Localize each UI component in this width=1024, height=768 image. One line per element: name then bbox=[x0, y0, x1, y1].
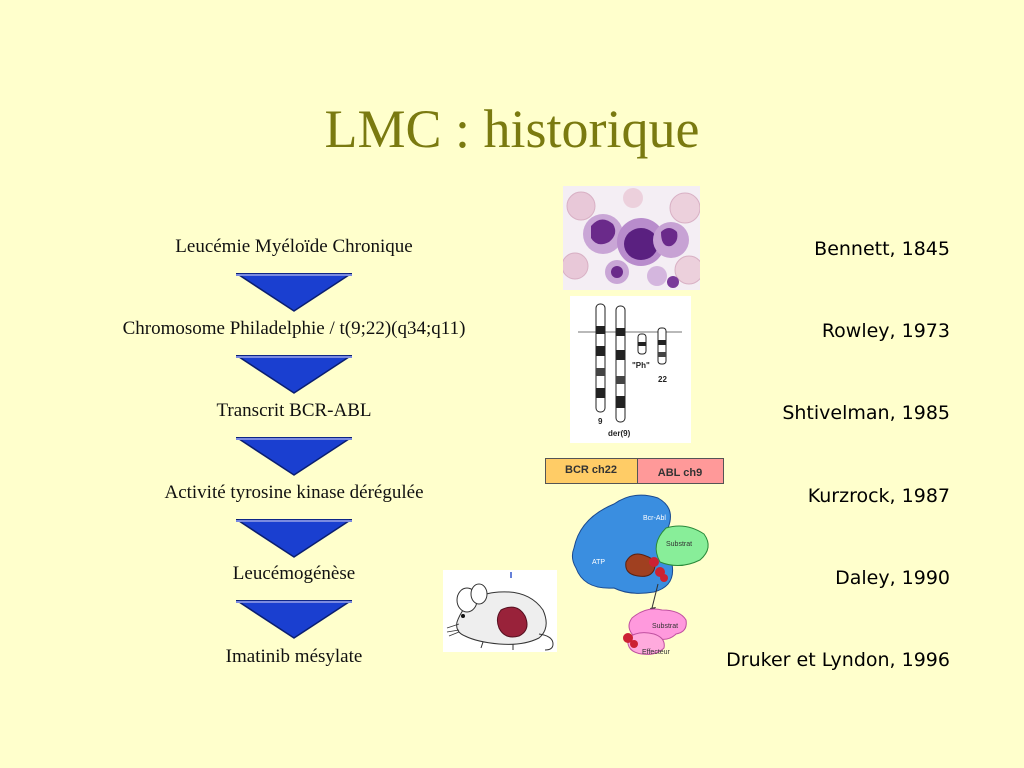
down-arrow-icon bbox=[236, 519, 352, 558]
effecteur-label: Effecteur bbox=[642, 649, 671, 656]
bcr-abl-label: Bcr-Abl bbox=[643, 515, 666, 522]
mouse-image bbox=[443, 570, 557, 652]
karyotype-label-ph: "Ph" bbox=[632, 361, 650, 370]
atp-label: ATP bbox=[592, 559, 605, 566]
karyotype-label-9: 9 bbox=[598, 417, 603, 426]
karyotype-label-22: 22 bbox=[658, 375, 667, 384]
ref-daley: Daley, 1990 bbox=[835, 567, 950, 589]
substrat2-label: Substrat bbox=[652, 623, 678, 630]
ref-bennett: Bennett, 1845 bbox=[814, 238, 950, 260]
down-arrow-icon bbox=[236, 600, 352, 639]
step-kinase: Activité tyrosine kinase dérégulée bbox=[164, 482, 424, 503]
step-bcr-abl: Transcrit BCR-ABL bbox=[216, 400, 372, 421]
substrat-label: Substrat bbox=[666, 541, 692, 548]
down-arrow-icon bbox=[236, 355, 352, 394]
ref-druker: Druker et Lyndon, 1996 bbox=[726, 649, 950, 671]
slide-title: LMC : historique bbox=[324, 99, 700, 159]
bcr-label: BCR ch22 bbox=[565, 464, 617, 476]
step-leucemogenese: Leucémogénèse bbox=[232, 563, 356, 584]
ref-kurzrock: Kurzrock, 1987 bbox=[807, 485, 950, 507]
step-imatinib: Imatinib mésylate bbox=[225, 646, 363, 667]
down-arrow-icon bbox=[236, 437, 352, 476]
step-lmc: Leucémie Myéloïde Chronique bbox=[175, 236, 413, 257]
ref-rowley: Rowley, 1973 bbox=[821, 320, 950, 342]
abl-label: ABL ch9 bbox=[658, 467, 702, 479]
ref-shtivelman: Shtivelman, 1985 bbox=[782, 402, 950, 424]
bcr-abl-fusion-diagram: BCR ch22 ABL ch9 bbox=[545, 458, 724, 484]
blood-smear-image bbox=[563, 186, 700, 290]
karyotype-image: "Ph" 22 9 der(9) bbox=[570, 296, 691, 443]
karyotype-label-der9: der(9) bbox=[608, 429, 631, 438]
down-arrow-icon bbox=[236, 273, 352, 312]
step-philadelphia: Chromosome Philadelphie / t(9;22)(q34;q1… bbox=[122, 318, 466, 339]
kinase-mechanism-diagram: Bcr-Abl Substrat ATP Substrat Effecteur bbox=[571, 494, 709, 656]
